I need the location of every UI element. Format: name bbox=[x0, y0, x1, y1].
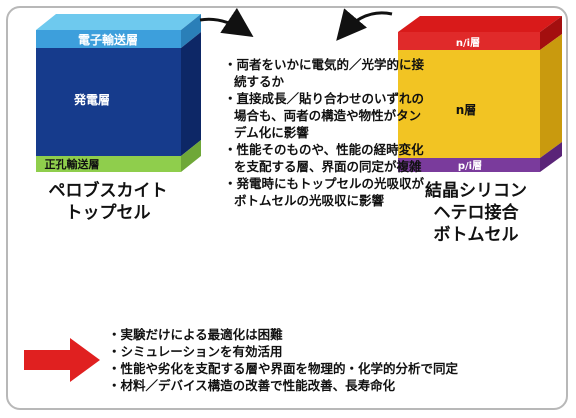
silicon-n-layer bbox=[398, 50, 540, 158]
perovskite-caption-line1: ペロブスカイト bbox=[49, 180, 168, 201]
perovskite-absorber-layer bbox=[36, 48, 181, 156]
silicon-p-layer bbox=[398, 158, 540, 172]
middle-point: ・発電時にもトップセルの光吸収がボトムセルの光吸収に影響 bbox=[224, 176, 425, 208]
perovskite-htl-label: 正孔輸送層 bbox=[45, 157, 100, 171]
conclusion-list: ・実験だけによる最適化は困難 ・シミュレーションを有効活用 ・性能や劣化を支配す… bbox=[108, 326, 558, 394]
silicon-caption-line3: ボトムセル bbox=[434, 225, 519, 245]
middle-point: ・直接成長／貼り合わせのいずれの場合も、両者の構造や物性がタンデム化に影響 bbox=[224, 91, 425, 140]
silicon-ni-layer bbox=[398, 32, 540, 50]
middle-points: ・両者をいかに電気的／光学的に接続するか ・直接成長／貼り合わせのいずれの場合も… bbox=[224, 56, 424, 209]
middle-point: ・性能そのものや、性能の経時変化を支配する層、界面の同定が複雑 bbox=[224, 142, 424, 174]
curved-arrow-right bbox=[336, 8, 393, 41]
curved-arrow-left bbox=[199, 7, 254, 37]
perovskite-cube: 電子輸送層 発電層 正孔輸送層 bbox=[36, 14, 201, 172]
silicon-p-label: p/i層 bbox=[458, 160, 482, 172]
silicon-n-label: n層 bbox=[456, 103, 477, 117]
conclusion-item: ・シミュレーションを有効活用 bbox=[108, 344, 283, 359]
perovskite-side-absorber bbox=[181, 32, 201, 156]
middle-point: ・両者をいかに電気的／光学的に接続するか bbox=[224, 57, 425, 89]
perovskite-absorber-label: 発電層 bbox=[73, 92, 110, 107]
perovskite-side-htl bbox=[181, 140, 201, 172]
conclusion-item: ・性能や劣化を支配する層や界面を物理的・化学的分析で同定 bbox=[108, 361, 459, 376]
perovskite-top-face bbox=[36, 14, 201, 30]
silicon-top-face bbox=[398, 16, 562, 32]
perovskite-caption-line2: トップセル bbox=[66, 202, 151, 223]
red-arrow bbox=[24, 338, 100, 382]
conclusion-item: ・実験だけによる最適化は困難 bbox=[108, 327, 283, 342]
perovskite-side-etl bbox=[181, 14, 201, 48]
silicon-side-ni bbox=[540, 16, 562, 50]
conclusion-item: ・材料／デバイス構造の改善で性能改善、長寿命化 bbox=[108, 378, 396, 393]
silicon-side-p bbox=[540, 142, 562, 172]
perovskite-etl-layer bbox=[36, 30, 181, 48]
silicon-caption-line2: ヘテロ接合 bbox=[434, 202, 520, 223]
silicon-caption-line1: 結晶シリコン bbox=[425, 180, 527, 201]
silicon-side-n bbox=[540, 34, 562, 158]
silicon-ni-label: n/i層 bbox=[456, 37, 480, 49]
perovskite-etl-label: 電子輸送層 bbox=[78, 32, 138, 47]
silicon-cube: n/i層 n層 p/i層 bbox=[398, 16, 562, 172]
perovskite-htl-layer bbox=[36, 156, 181, 172]
